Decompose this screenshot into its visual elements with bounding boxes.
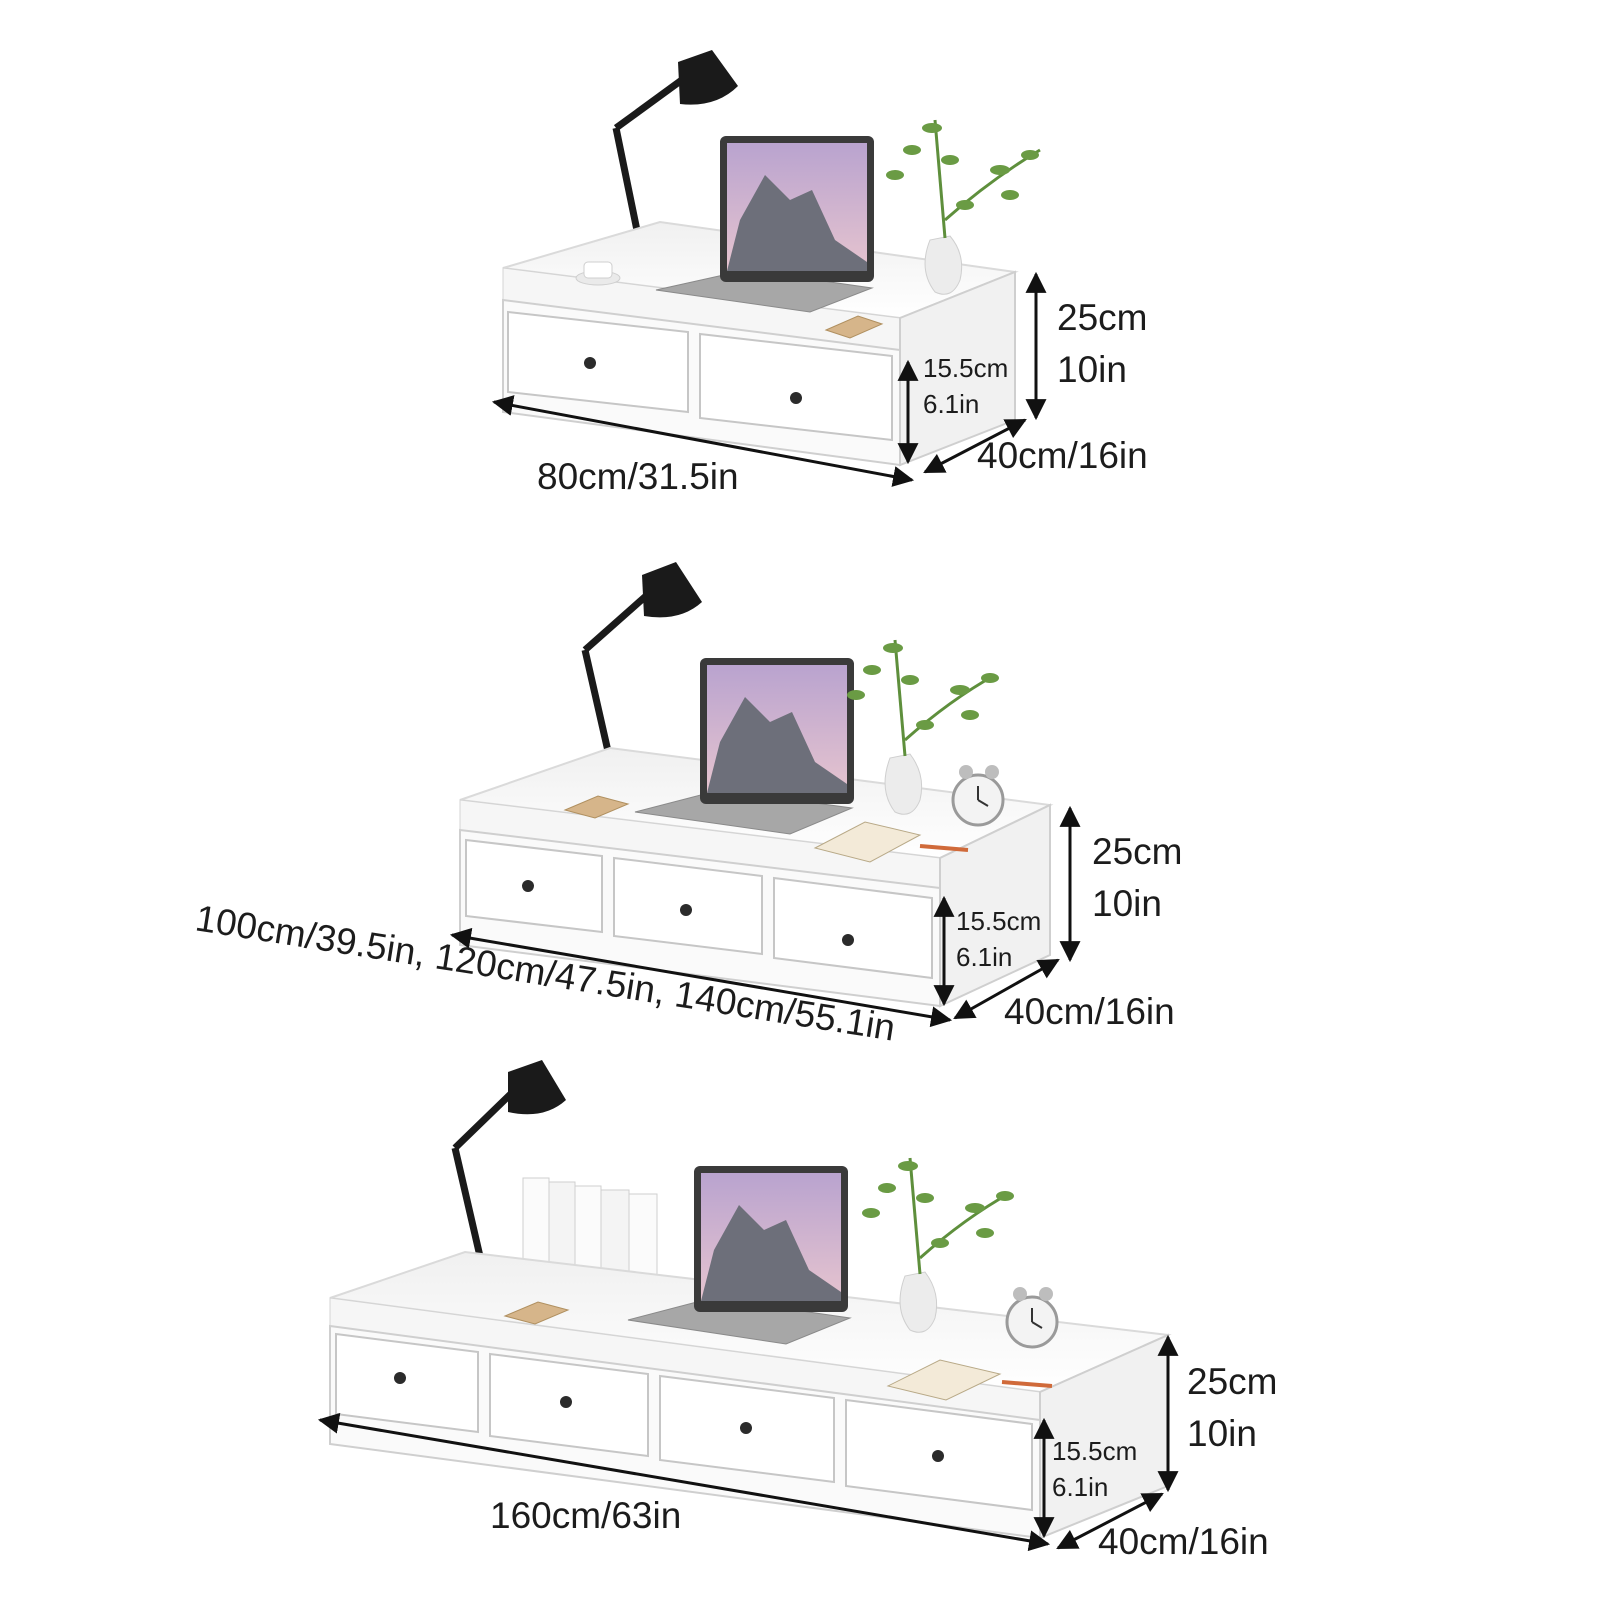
drawer-height-cm-label: 15.5cm [1052,1436,1137,1466]
drawer-knob [584,357,596,369]
plant-vase [886,119,1041,295]
laptop [655,136,874,313]
drawer-height-in-label: 6.1in [956,942,1012,972]
depth-dimension-line [953,958,1060,1020]
plant-vase [847,639,999,815]
height-in-label: 10in [1092,883,1162,924]
desk-small: 25cm 10in 15.5cm 6.1in 40cm/16in 80cm/31… [491,50,1148,497]
drawer-knob [560,1396,572,1408]
drawer-height-cm-label: 15.5cm [923,353,1008,383]
drawer-height-in-label: 6.1in [1052,1472,1108,1502]
height-in-label: 10in [1187,1413,1257,1454]
desk-medium: 25cm 10in 15.5cm 6.1in 40cm/16in 100cm/3… [193,562,1182,1049]
drawer-knob [394,1372,406,1384]
height-cm-label: 25cm [1187,1361,1277,1402]
depth-label: 40cm/16in [1098,1521,1269,1562]
drawer-knob [932,1450,944,1462]
laptop [634,658,854,835]
drawer-height-in-label: 6.1in [923,389,979,419]
width-dimension-line [491,395,915,487]
drawer-knob [522,880,534,892]
alarm-clock-icon [951,765,1005,827]
drawer-knob [740,1422,752,1434]
width-dimension-line [317,1412,1051,1552]
drawer-knob [790,392,802,404]
drawer [335,1332,479,1434]
alarm-clock-icon [1005,1287,1059,1349]
height-in-label: 10in [1057,349,1127,390]
depth-dimension-line [1056,1492,1164,1550]
drawer-height-cm-label: 15.5cm [956,906,1041,936]
depth-dimension-line [923,418,1027,474]
width-label: 160cm/63in [490,1495,681,1536]
drawer-knob [680,904,692,916]
depth-label: 40cm/16in [1004,991,1175,1032]
height-cm-label: 25cm [1092,831,1182,872]
plant-vase [862,1157,1014,1333]
drawer-knob [842,934,854,946]
depth-label: 40cm/16in [977,435,1148,476]
width-label: 80cm/31.5in [537,456,739,497]
desk-large: 25cm 10in 15.5cm 6.1in 40cm/16in 160cm/6… [317,1060,1277,1562]
laptop [627,1166,852,1345]
width-dimension-line [449,927,953,1028]
height-cm-label: 25cm [1057,297,1147,338]
